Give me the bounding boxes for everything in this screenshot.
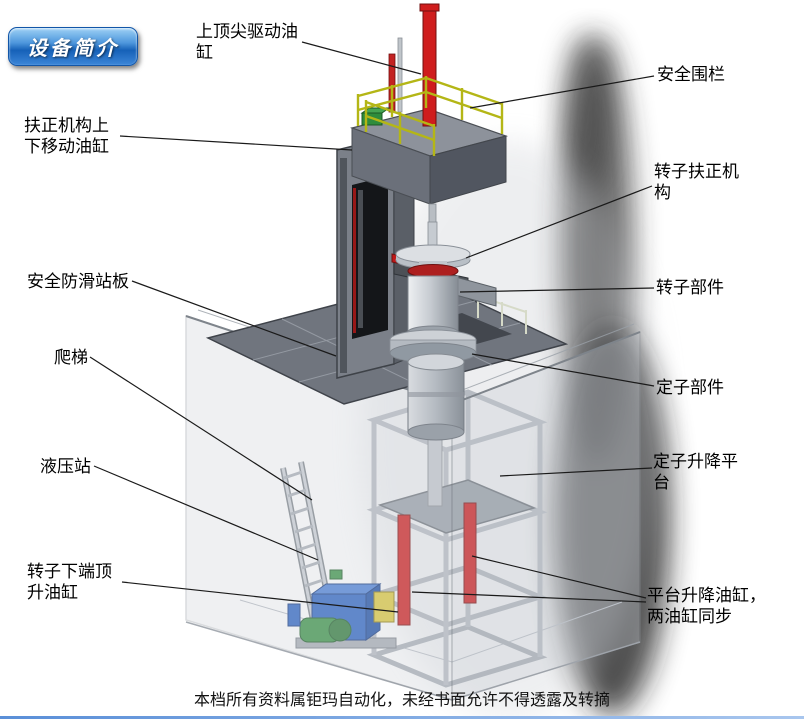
title-badge: 设备简介 — [8, 27, 138, 66]
label-platform-lift-cylinders: 平台升降油缸，两油缸同步 — [647, 586, 766, 626]
leader-stator-part — [471, 353, 655, 387]
leader-platform-cylinder-right — [471, 555, 647, 599]
leader-stator-lift-platform — [499, 467, 653, 477]
stator-assembly — [407, 353, 465, 441]
platform-lift-cylinder-rods — [397, 502, 477, 626]
leader-top-drive-cylinder — [301, 41, 422, 75]
label-rotor-part: 转子部件 — [656, 278, 724, 297]
hydraulic-station-unit — [287, 569, 397, 649]
pit-interior — [185, 389, 641, 701]
top-platform-box — [349, 108, 509, 205]
label-ladder: 爬梯 — [54, 348, 88, 367]
label-hydraulic-station: 液压站 — [40, 457, 91, 476]
title-badge-label: 设备简介 — [27, 38, 119, 60]
label-centering-cylinder: 扶正机构上下移动油缸 — [24, 116, 109, 156]
top-drive-cylinder-rod — [388, 3, 440, 127]
footer-disclaimer: 本档所有资料属钜玛自动化，未经书面允许不得透露及转摘 — [193, 692, 610, 709]
leader-rotor-centering — [465, 185, 653, 259]
leader-hydraulic-station — [93, 465, 319, 561]
label-rotor-centering: 转子扶正机构 — [654, 162, 739, 202]
leader-centering-cylinder — [119, 135, 353, 151]
label-safety-fence: 安全围栏 — [657, 65, 725, 84]
pit-walls — [185, 309, 641, 702]
leader-ladder — [89, 356, 313, 501]
leader-lines — [89, 41, 655, 613]
safety-fence-railing — [356, 76, 504, 156]
platform-railing-posts — [477, 294, 527, 334]
bottom-accent-line — [0, 716, 804, 719]
leader-anti-slip-board — [131, 280, 337, 357]
leader-rotor-jack-cylinder — [121, 581, 399, 613]
leader-safety-fence — [469, 75, 655, 109]
label-top-drive-cylinder: 上顶尖驱动油缸 — [196, 22, 298, 62]
leader-platform-cylinder-left — [411, 591, 647, 603]
leader-rotor-part — [459, 287, 655, 293]
label-rotor-jack-cylinder: 转子下端顶升油缸 — [27, 562, 112, 602]
label-stator-part: 定子部件 — [656, 378, 724, 397]
label-anti-slip-board: 安全防滑站板 — [27, 272, 129, 291]
label-stator-lift-platform: 定子升降平台 — [653, 452, 738, 492]
